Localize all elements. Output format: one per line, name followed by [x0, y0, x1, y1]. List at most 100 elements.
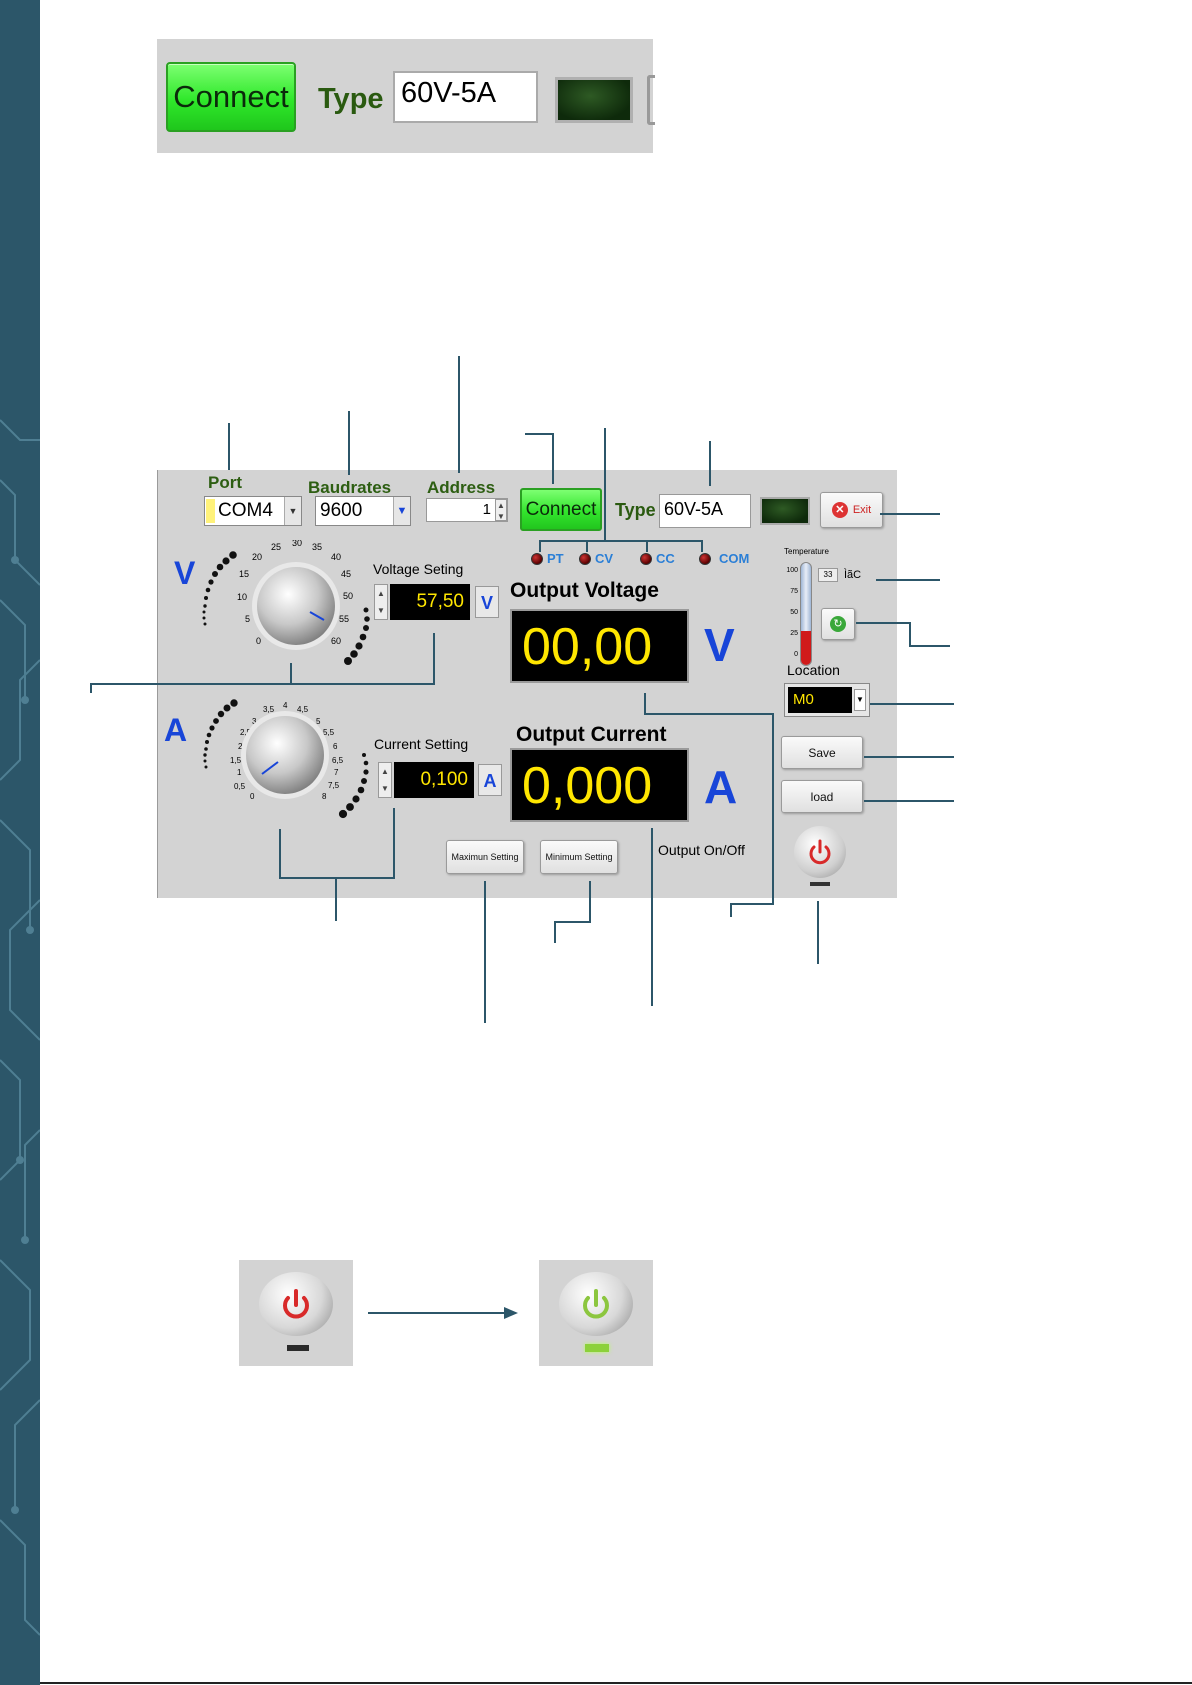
connect-button[interactable]: Connect	[520, 488, 602, 531]
callout-min-setting-h	[554, 921, 591, 923]
callout-port	[228, 423, 230, 470]
led-pt	[531, 553, 543, 565]
svg-text:4,5: 4,5	[297, 705, 309, 714]
save-button[interactable]: Save	[781, 736, 863, 769]
voltage-knob[interactable]: 0 5 10 15 20 25 30 35 40 45 50 55 60	[196, 540, 386, 670]
temperature-value: 33	[818, 568, 838, 582]
svg-text:7,5: 7,5	[328, 781, 340, 790]
led-label-pt: PT	[547, 551, 564, 566]
voltage-unit-letter: V	[174, 555, 196, 591]
type-field: 60V-5A	[659, 494, 751, 528]
callout-voltage-setting	[433, 633, 435, 685]
svg-text:10: 10	[237, 592, 247, 602]
thermometer-fill	[801, 631, 811, 665]
svg-text:1: 1	[237, 768, 242, 777]
svg-text:45: 45	[341, 569, 351, 579]
connection-indicator-preview	[555, 77, 633, 123]
output-power-button[interactable]	[794, 826, 846, 878]
callout-temperature	[876, 579, 940, 581]
maximum-setting-button[interactable]: Maximun Setting	[446, 840, 524, 874]
voltage-setting-unit: V	[475, 586, 499, 618]
baudrate-value: 9600	[320, 500, 363, 521]
voltage-spinner-icon[interactable]: ▲▼	[374, 584, 388, 620]
baudrate-select[interactable]: 9600 ▼	[315, 496, 411, 526]
chevron-down-icon[interactable]: ▼	[393, 497, 410, 525]
minimum-setting-button[interactable]: Minimum Setting	[540, 840, 618, 874]
chevron-down-icon[interactable]: ▼	[284, 497, 301, 525]
type-label-preview: Type	[318, 83, 384, 115]
svg-text:0,5: 0,5	[234, 782, 246, 791]
callout-current-setting	[393, 808, 395, 879]
svg-text:40: 40	[331, 552, 341, 562]
close-icon: ✕	[831, 502, 848, 518]
power-on-state	[539, 1260, 653, 1366]
power-off-button	[259, 1272, 333, 1336]
led-cc	[640, 553, 652, 565]
callout-exit	[880, 513, 940, 515]
connection-indicator	[760, 497, 810, 525]
current-setting-value[interactable]: 0,100	[394, 762, 474, 798]
svg-text:20: 20	[252, 552, 262, 562]
port-select[interactable]: COM4 ▼	[204, 496, 302, 526]
callout-output-voltage-h2	[730, 903, 774, 905]
current-setting-unit: A	[478, 764, 502, 796]
current-spinner-icon[interactable]: ▲▼	[378, 762, 392, 798]
callout-voltage-tail	[90, 683, 92, 693]
svg-text:2: 2	[238, 742, 243, 751]
voltage-setting-value[interactable]: 57,50	[390, 584, 470, 620]
callout-output-current	[651, 828, 653, 1006]
led-label-com: COM	[719, 551, 750, 566]
power-on-indicator	[585, 1344, 609, 1352]
port-value: COM4	[218, 500, 273, 521]
temperature-label: Temperature	[784, 547, 829, 556]
svg-text:4: 4	[283, 701, 288, 710]
svg-text:7: 7	[334, 768, 339, 777]
output-voltage-display: 00,00	[510, 609, 689, 683]
power-off-indicator	[287, 1345, 309, 1351]
address-field[interactable]: 1 ▲▼	[426, 498, 508, 522]
output-voltage-unit: V	[704, 619, 735, 671]
refresh-icon: ↻	[830, 616, 846, 632]
callout-min-setting-tail	[554, 921, 556, 943]
address-spinner-icon[interactable]: ▲▼	[495, 499, 507, 521]
output-onoff-label: Output On/Off	[658, 842, 745, 858]
callout-leds-cv	[586, 540, 588, 552]
callout-refresh-h1	[856, 622, 910, 624]
callout-voltage-knob	[290, 663, 292, 685]
power-icon	[809, 839, 831, 865]
chevron-down-icon[interactable]: ▼	[854, 689, 866, 711]
callout-type	[709, 441, 711, 486]
temperature-unit: ÌãC	[844, 569, 862, 581]
svg-text:5: 5	[245, 614, 250, 624]
connect-button-preview[interactable]: Connect	[166, 62, 296, 132]
refresh-button[interactable]: ↻	[821, 608, 855, 640]
exit-button[interactable]: ✕ Exit	[820, 492, 883, 528]
callout-power-button	[817, 901, 819, 964]
svg-text:15: 15	[239, 569, 249, 579]
baudrates-label: Baudrates	[308, 478, 392, 497]
callout-connect-h	[525, 433, 554, 435]
callout-current-knob	[279, 829, 281, 879]
port-marker	[206, 499, 215, 523]
svg-text:1,5: 1,5	[230, 756, 242, 765]
current-knob[interactable]: 0 0,5 1 1,5 2 2,5 3 3,5 4 4,5 5 5,5 6 6,…	[196, 695, 386, 825]
power-on-button	[559, 1272, 633, 1336]
callout-refresh-v	[909, 622, 911, 646]
footer-rule	[40, 1682, 1192, 1684]
location-value: M0	[788, 687, 852, 713]
svg-text:5: 5	[316, 717, 321, 726]
callout-output-voltage-h	[644, 713, 774, 715]
power-status-bar	[810, 882, 830, 886]
port-label: Port	[208, 473, 242, 492]
callout-output-voltage-v2	[772, 713, 774, 905]
callout-max-setting	[484, 881, 486, 1023]
load-button[interactable]: load	[781, 780, 863, 813]
svg-text:60: 60	[331, 636, 341, 646]
location-select[interactable]: M0 ▼	[784, 683, 870, 717]
output-current-display: 0,000	[510, 748, 689, 822]
led-label-cv: CV	[595, 551, 614, 566]
current-unit-letter: A	[164, 712, 188, 748]
svg-text:30: 30	[292, 540, 302, 548]
output-current-unit: A	[704, 761, 738, 813]
exit-label: Exit	[852, 504, 872, 516]
